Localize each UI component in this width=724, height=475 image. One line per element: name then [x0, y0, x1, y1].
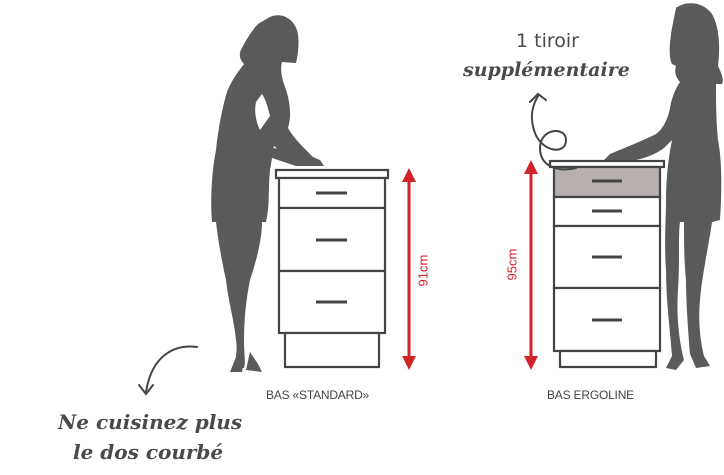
ergoline-height-label: 95cm — [504, 248, 520, 281]
slogan-line2: le dos courbé — [73, 440, 224, 464]
woman-silhouette-left — [211, 15, 324, 372]
dimension-arrow-91 — [402, 168, 416, 370]
standard-cabinet — [274, 168, 390, 369]
curl-arrow-extra-drawer — [529, 92, 577, 171]
ergoline-cabinet — [548, 159, 666, 369]
curve-arrow-slogan — [138, 345, 198, 396]
ergoline-cabinet-label: BAS ERGOLINE — [547, 388, 634, 402]
woman-silhouette-right — [604, 3, 723, 370]
extra-drawer-callout-line2: supplémentaire — [463, 59, 630, 81]
extra-drawer-callout-line1: 1 tiroir — [516, 30, 579, 52]
slogan-line1: Ne cuisinez plus — [58, 410, 243, 434]
standard-cabinet-label: BAS «STANDARD» — [266, 388, 370, 402]
dimension-arrow-95 — [524, 160, 538, 370]
standard-height-label: 91cm — [415, 254, 431, 287]
